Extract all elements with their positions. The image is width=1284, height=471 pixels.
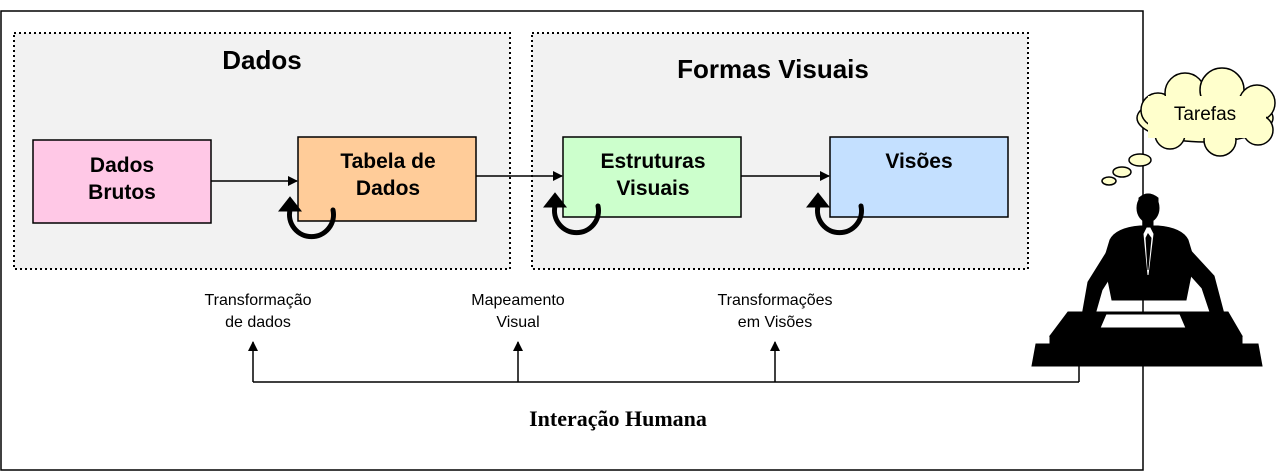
thought-bubble-large — [1128, 153, 1152, 167]
raw-data-box: Dados Brutos — [32, 139, 212, 224]
data-table-label-line2: Dados — [356, 177, 420, 200]
raw-data-label-line1: Dados — [90, 154, 154, 177]
visual-structures-label-line1: Estruturas — [600, 150, 705, 173]
raw-data-rect — [32, 139, 212, 224]
loop-arrows — [277, 192, 864, 240]
annotation-view-transformations: Transformações em Visões — [718, 292, 833, 331]
visual-structures-box: Estruturas Visuais — [562, 136, 742, 218]
annotation-visual-mapping-line1: Mapeamento — [471, 292, 564, 309]
loop-arrow-visual-structures — [542, 192, 601, 236]
annotation-data-transformation: Transformação de dados — [205, 292, 312, 331]
flow-arrows — [211, 171, 830, 186]
data-table-box: Tabela de Dados — [297, 136, 477, 222]
views-box: Visões — [829, 136, 1009, 218]
loop-arrow-data-table — [277, 196, 336, 240]
views-label: Visões — [885, 150, 952, 173]
annotation-data-transformation-line1: Transformação — [205, 292, 312, 309]
visual-structures-label-line2: Visuais — [616, 177, 689, 200]
visual-structures-rect — [562, 136, 742, 218]
data-table-label-line1: Tabela de — [340, 150, 435, 173]
data-table-rect — [297, 136, 477, 222]
annotation-view-transformations-line1: Transformações — [718, 292, 833, 309]
thought-bubble-small — [1101, 176, 1117, 186]
raw-data-label-line2: Brutos — [88, 181, 156, 204]
annotation-view-transformations-line2: em Visões — [738, 314, 812, 331]
person-at-desk-icon — [1031, 193, 1263, 367]
thought-bubble-medium — [1112, 166, 1132, 178]
interaction-feedback-lines — [248, 341, 1080, 383]
annotation-visual-mapping-line2: Visual — [496, 314, 539, 331]
tasks-thought-cloud: Tarefas — [1101, 67, 1276, 186]
loop-arrow-views — [805, 192, 864, 236]
data-group-title: Dados — [222, 45, 301, 75]
human-interaction-label: Interação Humana — [529, 406, 707, 431]
annotation-data-transformation-line2: de dados — [225, 314, 291, 331]
views-rect — [829, 136, 1009, 218]
visual-forms-group-title: Formas Visuais — [677, 54, 869, 84]
annotation-visual-mapping: Mapeamento Visual — [471, 292, 564, 331]
tasks-label: Tarefas — [1174, 104, 1236, 125]
